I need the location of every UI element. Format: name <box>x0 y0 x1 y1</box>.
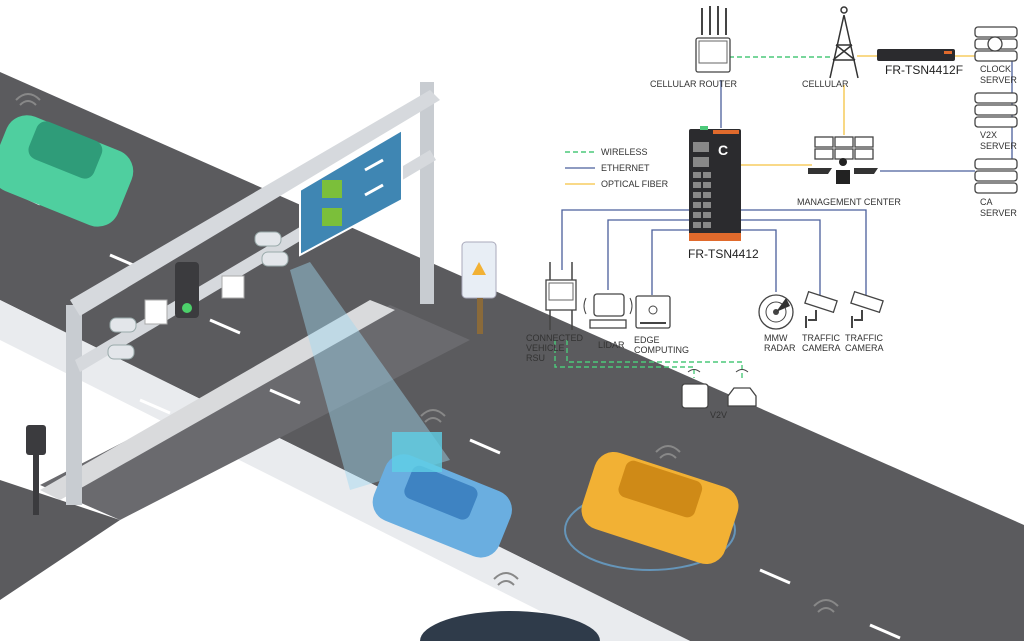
edge-computing-label: EDGE <box>634 335 660 345</box>
network-diagram: WIRELESS ETHERNET OPTICAL FIBER CELLULAR… <box>526 6 1018 420</box>
lidar-icon <box>583 293 633 329</box>
lidar-scan-hologram <box>392 432 442 472</box>
mmw-radar-label: MMW <box>764 333 788 343</box>
ca-server-label: CA <box>980 197 993 207</box>
clock-icon <box>987 36 1003 52</box>
fr-tsn4412-label: FR-TSN4412 <box>688 247 759 261</box>
legend-optical-fiber: OPTICAL FIBER <box>601 179 669 189</box>
clock-server-label-2: SERVER <box>980 75 1017 85</box>
gantry-camera-icon <box>261 251 289 267</box>
gantry-router <box>221 275 245 299</box>
road-shoulder <box>0 300 690 641</box>
wifi-icon <box>813 599 839 613</box>
gantry-pole-left <box>66 305 82 505</box>
ca-server-icon <box>974 158 1018 194</box>
traffic-camera-label-1: TRAFFIC <box>802 333 840 343</box>
management-center-icon <box>808 136 878 184</box>
switch-led <box>944 51 952 54</box>
link-ethernet <box>740 229 777 292</box>
cellular-label: CELLULAR <box>802 79 849 89</box>
fr-tsn4412f-switch-icon <box>877 49 955 61</box>
ca-server-label-2: SERVER <box>980 208 1017 218</box>
gantry-camera-icon <box>109 317 137 333</box>
bus-icon <box>681 369 709 409</box>
cabinet-post <box>477 298 483 334</box>
green-light <box>182 303 192 313</box>
fr-tsn4412-switch-icon: C <box>689 126 741 241</box>
wifi-icon <box>15 93 41 106</box>
traffic-camera-icon <box>804 290 838 328</box>
svg-text:C: C <box>718 142 728 158</box>
main-road <box>0 72 1024 641</box>
roadside-post <box>33 455 39 515</box>
link-ethernet <box>561 209 690 270</box>
clock-server-icon <box>974 26 1018 62</box>
v2v-label: V2V <box>710 410 727 420</box>
car-dark <box>420 572 839 641</box>
rsu-icon <box>545 262 577 330</box>
clock-server-label: CLOCK <box>980 64 1011 74</box>
wifi-icon <box>493 572 519 586</box>
cross-road <box>40 305 470 520</box>
gantry-beam-top <box>70 90 440 316</box>
car-yellow <box>564 445 739 571</box>
link-wireless <box>554 340 695 378</box>
edge-computing-icon <box>635 295 671 329</box>
fr-tsn4412f-label: FR-TSN4412F <box>885 63 963 77</box>
traffic-camera-icon <box>850 290 884 328</box>
link-ethernet <box>607 219 690 290</box>
legend: WIRELESS ETHERNET OPTICAL FIBER <box>565 147 669 189</box>
gantry-pole-right <box>420 82 434 304</box>
gantry-camera-icon <box>107 344 135 360</box>
wifi-icon <box>655 445 681 459</box>
v2x-server-label-2: SERVER <box>980 141 1017 151</box>
traffic-light <box>175 262 199 318</box>
management-center-label: MANAGEMENT CENTER <box>797 197 901 207</box>
v2x-server-icon <box>974 92 1018 128</box>
wifi-icon <box>420 409 446 423</box>
car-icon <box>727 369 757 407</box>
lidar-label: LIDAR <box>598 340 625 350</box>
v2x-server-label: V2X <box>980 130 997 140</box>
traffic-camera-label-2: TRAFFIC <box>845 333 883 343</box>
roadside-unit <box>26 425 46 455</box>
legend-ethernet: ETHERNET <box>601 163 650 173</box>
warning-icon <box>472 262 486 275</box>
road-scene <box>0 72 1024 641</box>
gantry-box <box>144 299 168 325</box>
cellular-router-icon <box>695 6 731 73</box>
traffic-camera-label-1b: CAMERA <box>802 343 841 353</box>
car-blue <box>372 409 512 558</box>
cellular-router-label: CELLULAR ROUTER <box>650 79 738 89</box>
link-ethernet <box>651 229 700 295</box>
mmw-radar-label-2: RADAR <box>764 343 796 353</box>
crosswalk-strip <box>40 300 395 500</box>
legend-wireless: WIRELESS <box>601 147 648 157</box>
link-ethernet <box>740 219 821 295</box>
rsu-label-2: VEHICLE <box>526 343 565 353</box>
sign-shield-icon <box>322 180 342 198</box>
sign-shield-icon <box>322 208 342 226</box>
traffic-camera-label-2b: CAMERA <box>845 343 884 353</box>
cellular-tower-icon <box>829 6 859 79</box>
car-green <box>0 93 134 227</box>
cross-road-lower <box>0 480 120 600</box>
rsu-label: CONNECTED <box>526 333 584 343</box>
gantry-camera-icon <box>254 231 282 247</box>
sign-arrow-icon <box>364 158 384 197</box>
link-ethernet <box>740 209 867 295</box>
edge-computing-label-2: COMPUTING <box>634 345 689 355</box>
rsu-label-3: RSU <box>526 353 545 363</box>
mmw-radar-icon <box>758 294 794 330</box>
